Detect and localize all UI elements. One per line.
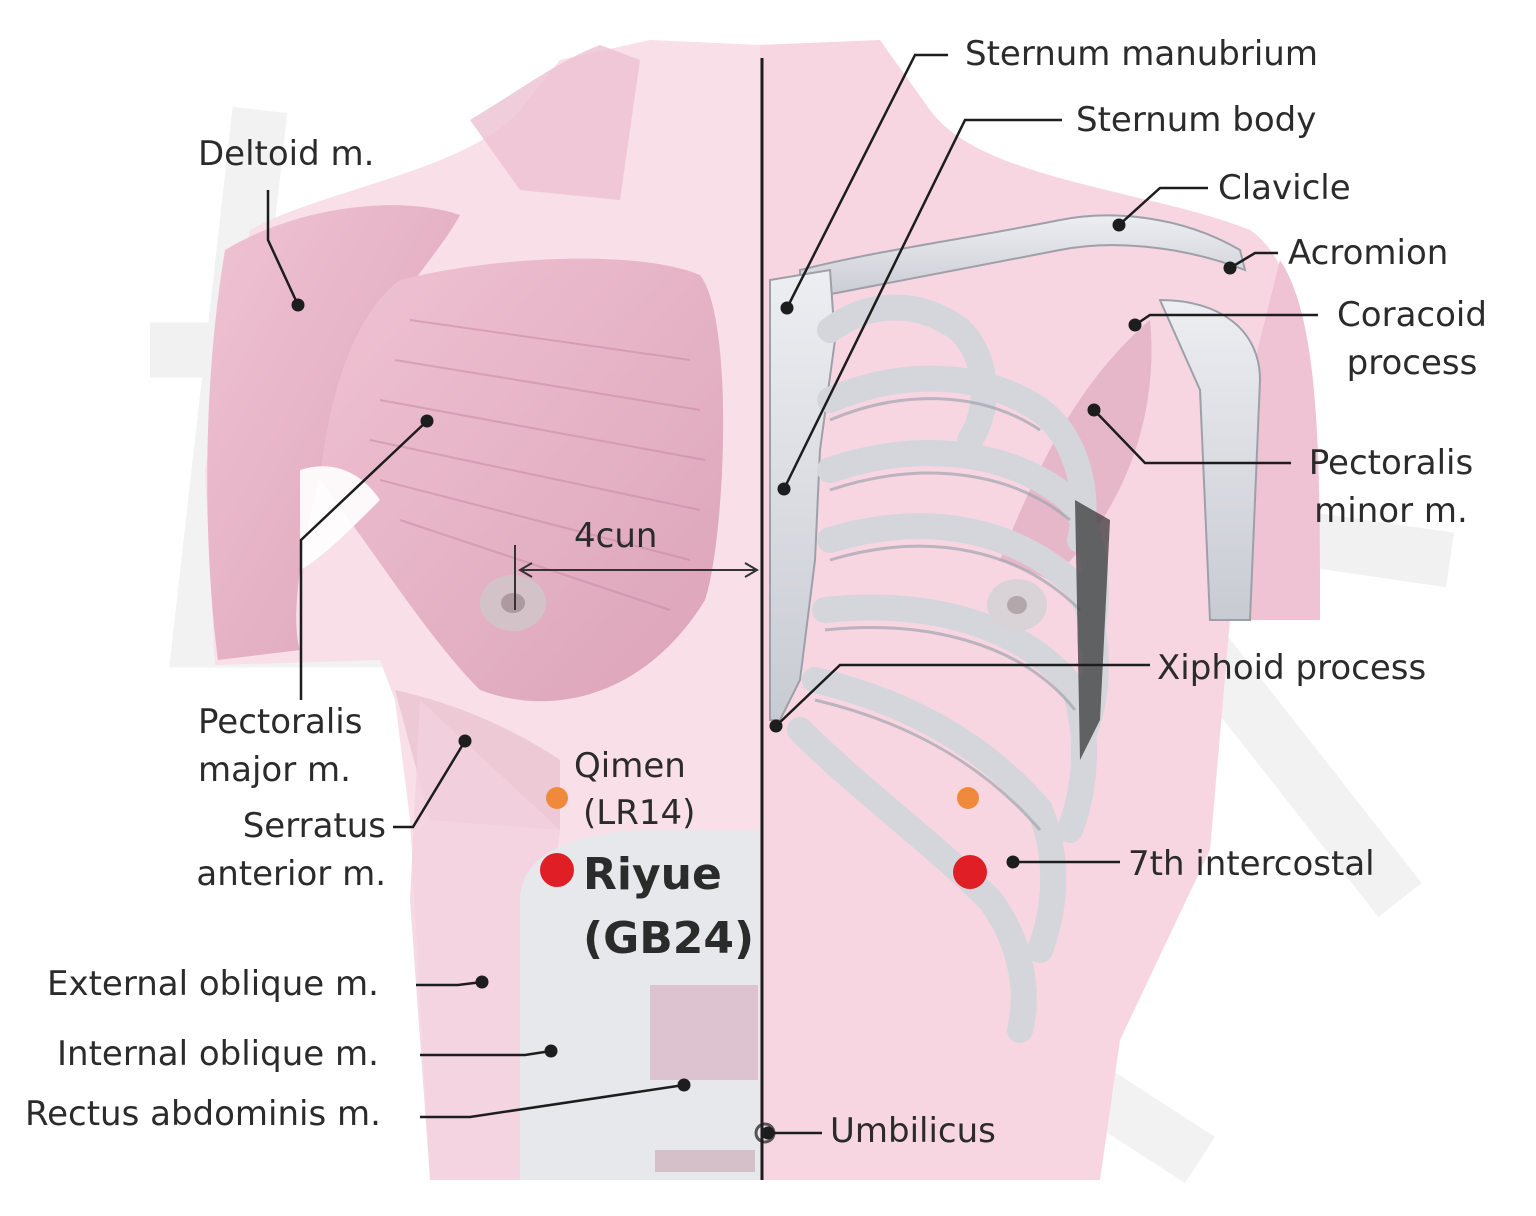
label-umbilicus: Umbilicus [830,1111,996,1151]
label-7th-intercostal: 7th intercostal [1128,844,1375,884]
rectus-abdominis-shape [520,830,760,1180]
sternum-bone [769,268,837,721]
leader-dots [291,218,1237,1140]
acupoint-markers [540,787,987,889]
label-rectus-abdominis: Rectus abdominis m. [25,1094,381,1134]
label-coracoid-process: Coracoid process [1337,295,1487,383]
label-qimen-name: Qimen [574,746,686,786]
label-measurement: 4cun [574,516,658,556]
label-xiphoid-process: Xiphoid process [1157,648,1427,688]
qimen-point-right [957,787,979,809]
label-qimen-code: (LR14) [583,793,696,833]
riyue-point-right [953,855,987,889]
clavicle-bone [799,214,1247,302]
riyue-point-left [540,853,574,887]
label-riyue-name: Riyue [583,849,722,900]
label-clavicle: Clavicle [1218,168,1351,208]
label-pectoralis-minor: Pectoralis minor m. [1308,443,1474,531]
deltoid-muscle-shape [207,205,460,661]
humerus-bone [1158,298,1262,621]
label-external-oblique: External oblique m. [47,964,379,1004]
qimen-point-left [546,787,568,809]
label-deltoid: Deltoid m. [198,134,375,174]
label-internal-oblique: Internal oblique m. [57,1034,379,1074]
pectoralis-major-shape [320,258,724,702]
leader-lines [266,53,1318,1135]
label-sternum-body: Sternum body [1076,100,1317,140]
rib-cage [787,294,1109,1043]
label-riyue-code: (GB24) [583,913,755,964]
label-pectoralis-major: Pectoralis major m. [198,702,363,790]
label-serratus-anterior: Serratus anterior m. [196,806,386,894]
label-acromion: Acromion [1288,233,1449,273]
left-torso-muscles [205,40,760,1180]
label-sternum-manubrium: Sternum manubrium [965,34,1318,74]
measurement-arrow [514,545,759,610]
right-torso-skeleton [754,40,1320,1180]
